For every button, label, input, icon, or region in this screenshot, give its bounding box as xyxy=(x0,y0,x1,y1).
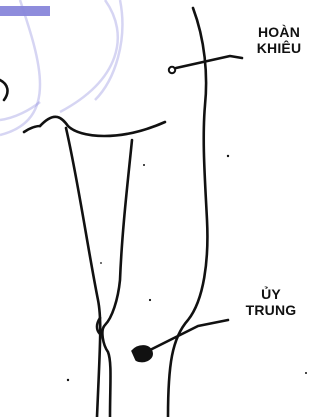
speck xyxy=(227,155,229,157)
watermark xyxy=(0,0,122,135)
speck xyxy=(100,262,102,264)
hoan-khieu-point xyxy=(169,67,175,73)
speck xyxy=(149,299,151,301)
inner-thigh-line xyxy=(102,140,132,417)
label-uy-trung-line2: TRUNG xyxy=(226,302,316,318)
label-hoan-khieu: HOÀN KHIÊU xyxy=(244,24,314,56)
watermark-arc-inner xyxy=(60,0,118,112)
gluteal-fold-left-tail xyxy=(24,126,40,132)
left-buttock-curve xyxy=(0,80,7,100)
label-hoan-khieu-line2: KHIÊU xyxy=(244,40,314,56)
uy-trung-point xyxy=(132,346,152,362)
body-outline xyxy=(0,8,242,417)
gluteal-fold xyxy=(40,117,165,136)
print-specks xyxy=(67,155,307,381)
speck xyxy=(67,379,69,381)
watermark-arc-right xyxy=(95,0,122,100)
label-hoan-khieu-line1: HOÀN xyxy=(244,24,314,40)
left-thigh-outer xyxy=(66,128,100,417)
speck xyxy=(143,164,145,166)
hoan-khieu-leader xyxy=(176,56,242,68)
speck xyxy=(305,372,307,374)
label-uy-trung: ỦY TRUNG xyxy=(226,286,316,318)
label-uy-trung-line1: ỦY xyxy=(226,286,316,302)
